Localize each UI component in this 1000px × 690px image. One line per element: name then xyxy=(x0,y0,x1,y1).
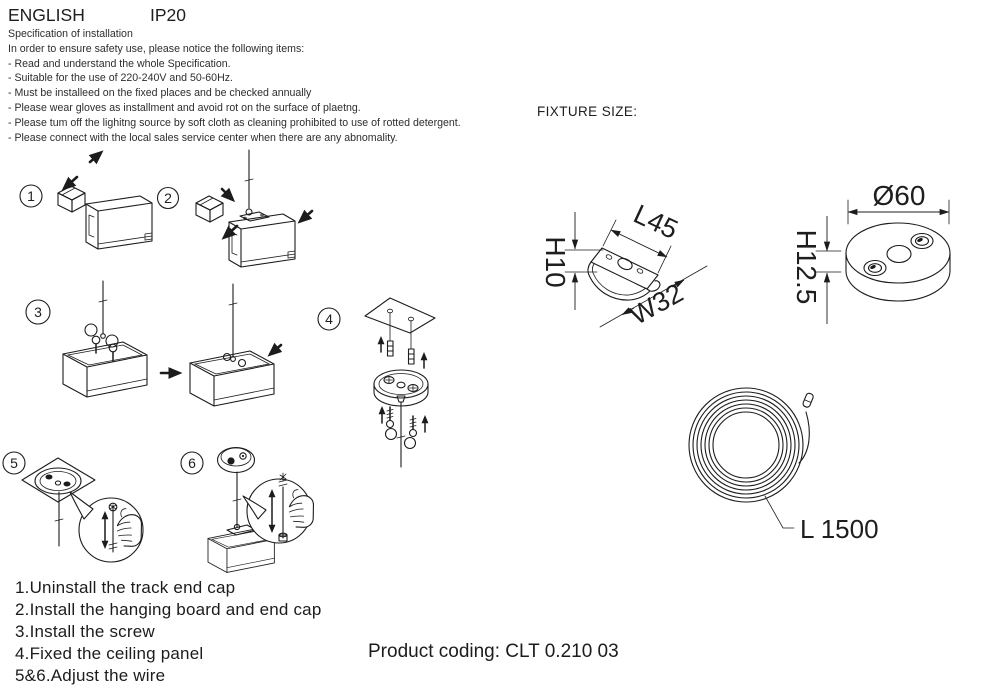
spec-item: - Read and understand the whole Specific… xyxy=(8,57,231,70)
suspension-wire-drawing: L 1500 xyxy=(688,387,879,544)
step1-diagram: 1 xyxy=(19,150,153,250)
specification-block: Specification of installation In order t… xyxy=(8,27,461,145)
step5-diagram: 5 xyxy=(2,451,147,563)
ceiling-panel-diameter-label: Ø60 xyxy=(873,180,926,211)
step1-number: 1 xyxy=(27,188,35,204)
hanging-board-length-label: L45 xyxy=(629,199,683,245)
instruction-item: 4.Fixed the ceiling panel xyxy=(15,644,204,663)
ceiling-panel-height-label: H12.5 xyxy=(791,230,822,305)
hanging-board-height-label: H10 xyxy=(540,236,571,287)
language-label: ENGLISH xyxy=(8,5,85,25)
spec-item: - Suitable for the use of 220-240V and 5… xyxy=(8,72,233,85)
step3-number: 3 xyxy=(34,304,42,320)
wire-length-label: L 1500 xyxy=(800,514,879,544)
spec-item: - Please wear gloves as installment and … xyxy=(8,101,361,114)
ceiling-panel-drawing: Ø60 H12.5 xyxy=(791,180,951,324)
instruction-item: 3.Install the screw xyxy=(15,622,155,641)
instruction-item: 5&6.Adjust the wire xyxy=(15,666,166,685)
instruction-item: 2.Install the hanging board and end cap xyxy=(15,600,322,619)
step2-diagram: 2 xyxy=(156,149,314,268)
step5-number: 5 xyxy=(10,455,18,471)
spec-item: - Must be installeed on the fixed places… xyxy=(8,87,312,100)
fixture-size-label: FIXTURE SIZE: xyxy=(537,104,638,119)
spec-item: - Please connect with the local sales se… xyxy=(8,131,398,144)
hanging-board-drawing: H10 L45 W32 xyxy=(540,199,708,331)
instruction-list: 1.Uninstall the track end cap 2.Install … xyxy=(15,577,321,687)
product-coding: Product coding: CLT 0.210 03 xyxy=(368,641,619,662)
step2-number: 2 xyxy=(164,190,172,206)
step4-number: 4 xyxy=(325,311,333,327)
ip-rating-label: IP20 xyxy=(150,5,186,25)
step3-diagram: 3 xyxy=(25,280,283,407)
spec-title: Specification of installation xyxy=(8,28,133,40)
step6-number: 6 xyxy=(188,455,196,471)
spec-intro: In order to ensure safety use, please no… xyxy=(8,42,305,55)
step4-diagram: 4 xyxy=(317,297,436,468)
hanging-board-width-label: W32 xyxy=(625,278,688,331)
instruction-item: 1.Uninstall the track end cap xyxy=(15,578,236,597)
step6-diagram: 6 xyxy=(180,446,319,573)
spec-item: - Please tum off the lighitng source by … xyxy=(8,116,461,129)
